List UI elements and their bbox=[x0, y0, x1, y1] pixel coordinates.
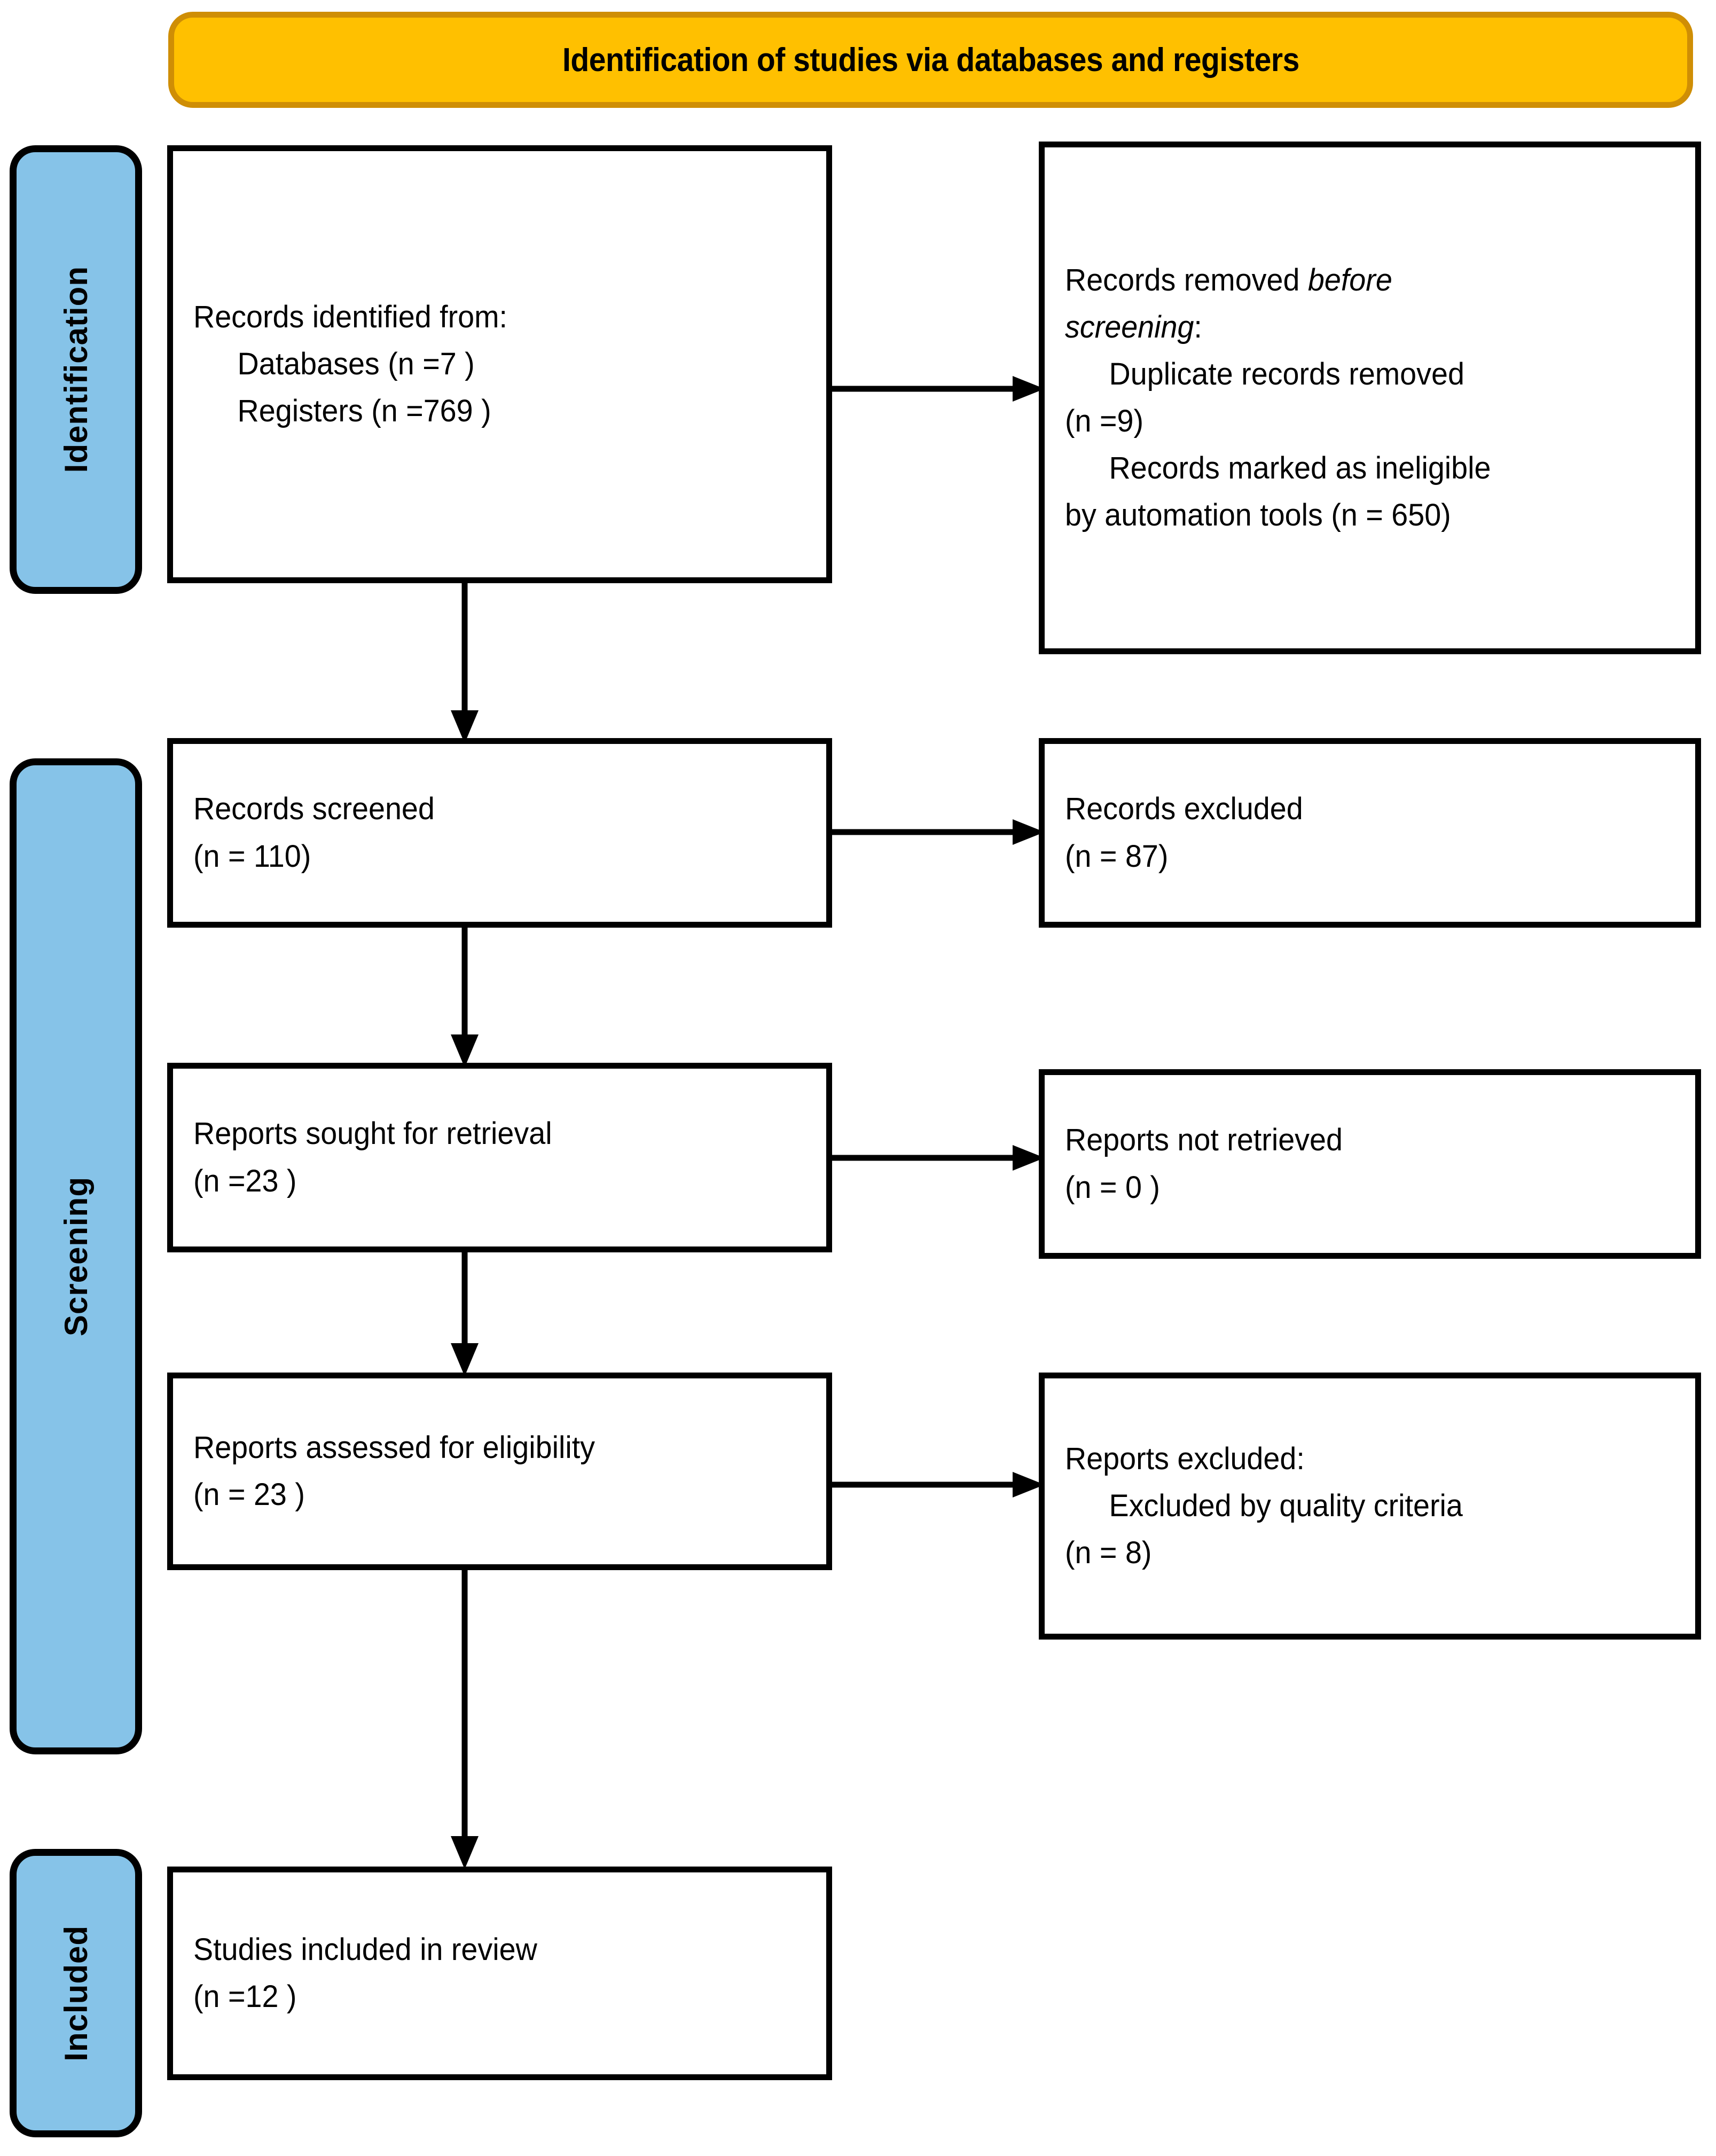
box-line: Databases (n =7 ) bbox=[237, 346, 475, 381]
stage-rail-identification: Identification bbox=[10, 145, 142, 594]
box-line: (n = 87) bbox=[1065, 838, 1169, 874]
box-line: Records screened bbox=[193, 791, 435, 827]
box-line: Reports sought for retrieval bbox=[193, 1116, 552, 1151]
box-line: (n = 0 ) bbox=[1065, 1170, 1160, 1205]
box-line: Reports not retrieved bbox=[1065, 1123, 1343, 1158]
box-line: (n = 8) bbox=[1065, 1535, 1152, 1571]
box-line: (n =23 ) bbox=[193, 1163, 297, 1198]
box-records-screened: Records screened (n = 110) bbox=[167, 738, 832, 928]
stage-rail-label-screening: Screening bbox=[58, 1176, 94, 1337]
stage-rail-screening: Screening bbox=[10, 758, 142, 1754]
box-line: (n = 23 ) bbox=[193, 1477, 305, 1512]
arrow-right-assessed-to-reportsexcluded bbox=[831, 1470, 1045, 1500]
box-line: Duplicate records removed bbox=[1109, 356, 1464, 391]
stage-rail-included: Included bbox=[10, 1849, 142, 2137]
stage-rail-label-identification: Identification bbox=[58, 266, 94, 473]
box-records-identified: Records identified from: Databases (n =7… bbox=[167, 145, 832, 583]
box-line-text: Records removed bbox=[1065, 262, 1308, 297]
arrow-right-sought-to-notretrieved bbox=[831, 1143, 1045, 1173]
arrow-down-identified-to-screened bbox=[450, 583, 480, 743]
box-studies-included-in-review: Studies included in review (n =12 ) bbox=[167, 1867, 832, 2080]
arrow-down-sought-to-assessed bbox=[450, 1252, 480, 1376]
phase-banner-identification: Identification of studies via databases … bbox=[168, 12, 1693, 108]
box-line: screening: bbox=[1065, 304, 1650, 351]
box-line: (n =9) bbox=[1065, 404, 1144, 438]
box-line: Reports excluded: bbox=[1065, 1441, 1305, 1476]
box-line: (n = 110) bbox=[193, 838, 311, 874]
box-line-text: : bbox=[1194, 309, 1202, 344]
arrow-right-identified-to-removed bbox=[831, 374, 1045, 404]
box-line: Records identified from: bbox=[193, 299, 507, 334]
phase-banner-title: Identification of studies via databases … bbox=[562, 41, 1299, 79]
box-line: Records excluded bbox=[1065, 791, 1303, 827]
box-line-emphasis: before bbox=[1307, 262, 1392, 297]
box-reports-assessed-for-eligibility: Reports assessed for eligibility (n = 23… bbox=[167, 1373, 832, 1570]
stage-rail-label-included: Included bbox=[58, 1925, 94, 2061]
arrow-down-screened-to-sought bbox=[450, 928, 480, 1068]
box-line: (n =12 ) bbox=[193, 1979, 297, 2014]
box-line: Reports assessed for eligibility bbox=[193, 1430, 595, 1465]
box-line: by automation tools (n = 650) bbox=[1065, 498, 1451, 533]
arrow-down-assessed-to-included bbox=[450, 1570, 480, 1869]
box-line: Records marked as ineligible bbox=[1109, 451, 1491, 486]
box-reports-not-retrieved: Reports not retrieved (n = 0 ) bbox=[1039, 1069, 1701, 1259]
box-line: Registers (n =769 ) bbox=[237, 394, 491, 429]
box-line-emphasis: screening bbox=[1065, 309, 1194, 344]
box-records-removed-before-screening: Records removed before screening: Duplic… bbox=[1039, 142, 1701, 654]
box-records-excluded: Records excluded (n = 87) bbox=[1039, 738, 1701, 928]
arrow-right-screened-to-excluded bbox=[831, 817, 1045, 847]
box-line: Records removed before bbox=[1065, 257, 1650, 304]
box-reports-sought-for-retrieval: Reports sought for retrieval (n =23 ) bbox=[167, 1063, 832, 1252]
box-line: Studies included in review bbox=[193, 1932, 537, 1967]
box-line: Excluded by quality criteria bbox=[1109, 1488, 1463, 1523]
box-reports-excluded: Reports excluded: Excluded by quality cr… bbox=[1039, 1373, 1701, 1640]
